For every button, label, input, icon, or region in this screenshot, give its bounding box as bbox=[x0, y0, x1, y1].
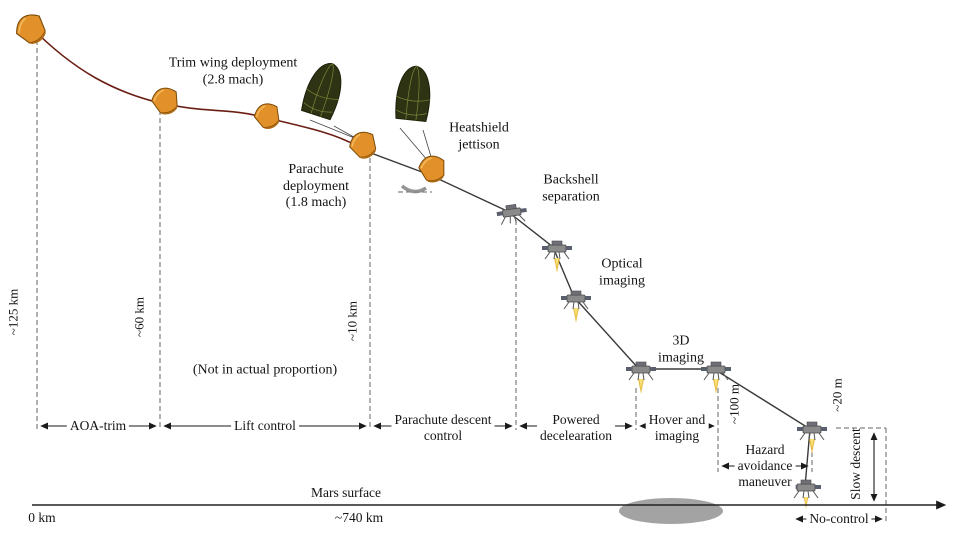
entry-capsule-icon bbox=[148, 83, 184, 119]
label-optical-imaging: Optical imaging bbox=[599, 256, 645, 288]
landing-zone-shadow bbox=[619, 498, 723, 524]
lander-icon bbox=[700, 361, 732, 381]
thruster-flame-icon bbox=[809, 439, 815, 454]
phase-label-parachute-descent-control: Parachute descent control bbox=[391, 412, 495, 444]
lander-icon bbox=[796, 421, 828, 441]
proportion-note: (Not in actual proportion) bbox=[192, 362, 338, 378]
parachute-icon bbox=[299, 57, 350, 121]
label-trim-wing-deployment: Trim wing deployment (2.8 mach) bbox=[168, 55, 298, 87]
entry-capsule-icon bbox=[250, 99, 285, 134]
phase-label-hazard-avoidance: Hazard avoidance maneuver bbox=[734, 442, 796, 490]
label-3d-imaging: 3D imaging bbox=[658, 333, 704, 365]
altitude-label-10km: ~10 km bbox=[344, 301, 360, 341]
phase-label-powered-deceleration: Powered decelearation bbox=[537, 412, 615, 444]
mars-surface-label: Mars surface bbox=[310, 485, 382, 501]
thruster-flame-icon bbox=[554, 258, 560, 273]
phase-label-lift-control: Lift control bbox=[231, 418, 299, 434]
altitude-label-100m: ~100 m bbox=[726, 384, 742, 424]
parachute-icon bbox=[393, 63, 434, 123]
heatshield-piece-icon bbox=[400, 184, 427, 194]
entry-capsule-icon bbox=[345, 126, 383, 164]
phase-label-aoa-trim: AOA-trim bbox=[66, 418, 130, 434]
lander-icon bbox=[560, 290, 592, 310]
parachute-suspension-lines bbox=[309, 119, 433, 162]
thruster-flame-icon bbox=[803, 497, 809, 509]
entry-capsule-icon bbox=[10, 8, 53, 51]
lander-icon bbox=[790, 479, 822, 499]
lander-icon bbox=[625, 361, 657, 381]
phase-separator-lines bbox=[36, 40, 887, 524]
altitude-label-60km: ~60 km bbox=[131, 297, 147, 337]
altitude-label-125km: ~125 km bbox=[5, 288, 21, 336]
phase-label-slow-descent: Slow descent bbox=[848, 428, 864, 500]
label-backshell-separation: Backshell separation bbox=[542, 172, 600, 204]
entry-capsule-icon bbox=[415, 152, 450, 187]
altitude-label-20m: ~20 m bbox=[829, 378, 845, 412]
phase-label-no-control: No-control bbox=[806, 511, 872, 527]
thruster-flame-icon bbox=[573, 308, 579, 323]
phase-label-hover-and-imaging: Hover and imaging bbox=[645, 412, 709, 444]
lander-icon bbox=[495, 202, 529, 226]
label-parachute-deployment: Parachute deployment (1.8 mach) bbox=[282, 162, 350, 211]
axis-origin-label: 0 km bbox=[28, 510, 56, 526]
entry-trajectory-line bbox=[29, 25, 358, 147]
label-heatshield-jettison: Heatshield jettison bbox=[449, 120, 509, 152]
thruster-flame-icon bbox=[638, 379, 644, 394]
axis-range-label: ~740 km bbox=[334, 510, 384, 526]
